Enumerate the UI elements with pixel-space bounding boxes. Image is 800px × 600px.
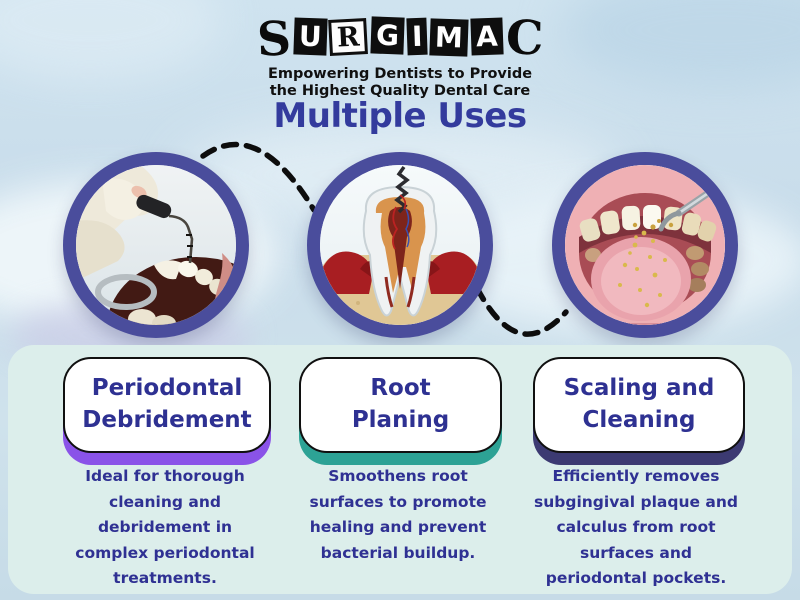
periodontal-probe-illustration [76, 165, 236, 325]
brand-header: S U R G I M A C Empowering Dentists to P… [0, 10, 800, 99]
brand-tagline: Empowering Dentists to Provide the Highe… [0, 66, 800, 99]
use-description-periodontal-debridement: Ideal for thorough cleaning and debridem… [75, 467, 255, 588]
periodontal-probe-photo [76, 165, 236, 325]
tooth-cross-section-image [320, 165, 480, 325]
use-image-circle-root-planing [307, 152, 493, 338]
card-title: Scaling and Cleaning [564, 373, 715, 436]
card-title-line-2: Debridement [82, 407, 252, 433]
use-image-circle-scaling [552, 152, 738, 338]
card-title: Root Planing [352, 373, 449, 436]
card-title-line-2: Cleaning [582, 407, 696, 433]
page-title: Multiple Uses [273, 96, 527, 136]
mouth-scaling-illustration [565, 165, 725, 325]
use-description-root-planing: Smoothens root surfaces to promote heali… [309, 467, 487, 562]
tagline-line-2: the Highest Quality Dental Care [269, 82, 531, 99]
brand-letter: M [429, 17, 469, 57]
card-title-line-1: Root [370, 375, 431, 402]
brand-letter: I [406, 17, 428, 55]
card-title-line-1: Scaling and [563, 375, 715, 402]
use-card-periodontal-debridement: Periodontal Debridement [63, 357, 271, 453]
brand-letter: R [328, 18, 369, 56]
use-card-scaling-and-cleaning: Scaling and Cleaning [533, 357, 745, 453]
tooth-cross-section-illustration [320, 165, 480, 325]
use-description-scaling-and-cleaning: Efficiently removes subgingival plaque a… [534, 467, 738, 588]
use-image-circle-periodontal [63, 152, 249, 338]
brand-letter: C [505, 10, 544, 66]
use-card-root-planing: Root Planing [299, 357, 502, 453]
tagline-line-1: Empowering Dentists to Provide [267, 66, 533, 82]
card-title-line-2: Planing [351, 407, 450, 433]
brand-letter: S [255, 10, 292, 68]
card-title-line-1: Periodontal [91, 375, 243, 402]
card-title: Periodontal Debridement [82, 373, 251, 436]
brand-letter: G [370, 15, 405, 55]
brand-logo-surgimac: S U R G I M A C [0, 10, 800, 68]
mouth-scaling-image [565, 165, 725, 325]
brand-letter: A [470, 16, 504, 56]
brand-letter: U [293, 16, 328, 56]
